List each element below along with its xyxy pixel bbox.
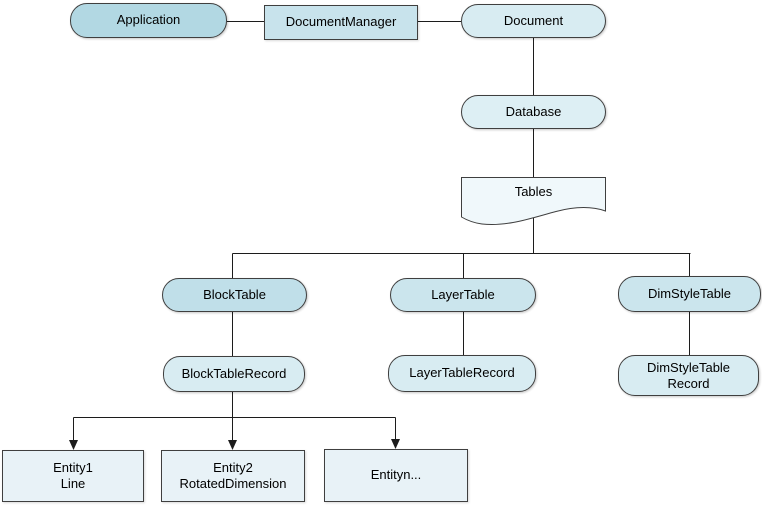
node-tables: Tables [461,177,606,227]
node-label-line2: RotatedDimension [179,476,287,491]
node-layer-table-record: LayerTableRecord [388,355,536,392]
node-label: Entityn... [370,467,422,483]
node-block-table-record: BlockTableRecord [163,356,305,392]
node-label-line1: DimStyleTable [646,359,731,375]
node-label-line1: Entity2 [213,459,253,475]
node-dim-style-table: DimStyleTable [618,276,761,312]
node-label: LayerTable [431,286,495,302]
node-label: BlockTable [203,286,266,302]
node-label: LayerTableRecord [409,365,515,381]
node-entity2: Entity2 RotatedDimension [161,450,305,502]
node-label: Tables [514,184,553,199]
document-shape-icon [461,177,606,226]
node-dim-style-table-record: DimStyleTable Record [618,355,759,396]
node-label: BlockTableRecord [181,365,287,381]
node-label-line2: Record [667,375,710,391]
node-label: Document [503,12,564,28]
node-application: Application [70,3,227,38]
node-label: DimStyleTable [647,285,732,301]
node-layer-table: LayerTable [390,278,536,312]
arrowhead-entity1 [69,440,78,450]
arrowhead-entity2 [228,440,237,450]
node-document: Document [461,4,606,38]
node-document-manager: DocumentManager [264,5,418,40]
node-label-line1: Entity1 [53,459,93,475]
node-label-line2: Line [60,476,86,491]
node-label: DocumentManager [285,14,397,30]
node-entity1: Entity1 Line [2,450,144,502]
arrowhead-entityn [391,439,400,449]
node-label: Database [505,103,562,119]
node-entityn: Entityn... [324,449,468,502]
node-label: Application [116,12,181,28]
node-block-table: BlockTable [162,278,307,312]
node-database: Database [461,95,606,129]
